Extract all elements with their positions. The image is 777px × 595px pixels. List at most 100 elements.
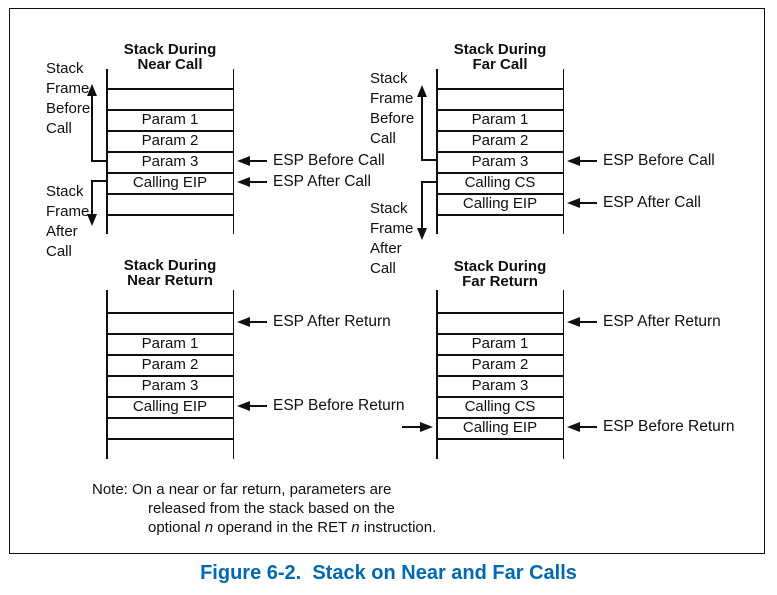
arrow-shaft	[580, 426, 597, 428]
note-line-2: released from the stack based on the	[148, 500, 395, 517]
stack-wall-right	[232, 290, 234, 459]
note-line-3: optional n operand in the RET n instruct…	[148, 519, 437, 536]
row-divider	[106, 88, 234, 90]
italic-n-operand: n	[351, 519, 360, 536]
row-divider	[106, 151, 234, 153]
row-divider	[436, 88, 564, 90]
return-eip-arrow	[402, 417, 433, 437]
row-divider	[436, 151, 564, 153]
frame-before-arrow-shaft	[421, 95, 423, 161]
figure-border	[9, 8, 765, 554]
stack-title-line1: Stack During	[453, 41, 547, 58]
arrow-up-icon	[417, 85, 427, 97]
arrow-shaft	[250, 321, 267, 323]
stack-row-param3: Param 3	[471, 377, 529, 394]
row-divider	[106, 354, 234, 356]
stack-row-calling-eip: Calling EIP	[132, 174, 208, 191]
arrow-left-icon	[567, 317, 580, 327]
row-divider	[436, 417, 564, 419]
row-divider	[106, 130, 234, 132]
row-divider	[106, 417, 234, 419]
stack-frame-after-call-label: Stack Frame After Call	[46, 183, 90, 260]
stack-wall-left	[436, 290, 438, 459]
stack-wall-left	[106, 290, 108, 459]
arrow-shaft	[402, 426, 420, 428]
stack-frame-before-call-label: Stack Frame Before Call	[46, 60, 91, 137]
arrow-down-icon	[87, 214, 97, 226]
arrow-left-icon	[567, 156, 580, 166]
arrow-left-icon	[237, 156, 250, 166]
stack-row-param3: Param 3	[471, 153, 529, 170]
stack-row-param2: Param 2	[471, 356, 529, 373]
row-divider	[436, 172, 564, 174]
row-divider	[436, 438, 564, 440]
stack-title-line1: Stack During	[123, 257, 217, 274]
row-divider	[436, 214, 564, 216]
row-divider	[106, 193, 234, 195]
stack-row-param2: Param 2	[471, 132, 529, 149]
arrow-shaft	[580, 321, 597, 323]
row-divider	[436, 354, 564, 356]
stack-title: Stack During Far Return	[436, 259, 564, 289]
frame-after-arrow-shaft	[91, 180, 93, 215]
arrow-left-icon	[567, 198, 580, 208]
frame-bracket-tick	[91, 160, 107, 162]
stack-row-calling-eip: Calling EIP	[132, 398, 208, 415]
stack-row-param1: Param 1	[471, 111, 529, 128]
row-divider	[106, 396, 234, 398]
stack-frame-before-call-label: Stack Frame Before Call	[370, 70, 415, 147]
arrow-shaft	[250, 405, 267, 407]
esp-before-call-pointer: ESP Before Call	[237, 151, 385, 171]
frame-bracket-tick	[421, 181, 437, 183]
stack-title-line1: Stack During	[453, 258, 547, 275]
italic-n-operand: n	[204, 519, 214, 536]
arrow-shaft	[250, 160, 267, 162]
esp-before-return-pointer: ESP Before Return	[567, 417, 735, 437]
esp-after-call-pointer: ESP After Call	[237, 172, 371, 192]
stack-row-param1: Param 1	[141, 111, 199, 128]
row-divider	[106, 109, 234, 111]
esp-after-call-pointer: ESP After Call	[567, 193, 701, 213]
esp-after-return-pointer: ESP After Return	[567, 312, 721, 332]
row-divider	[436, 375, 564, 377]
stack-row-param3: Param 3	[141, 377, 199, 394]
stack-title: Stack During Far Call	[436, 42, 564, 72]
esp-pointer-label: ESP Before Return	[603, 418, 735, 435]
esp-pointer-label: ESP After Call	[603, 194, 701, 211]
esp-after-return-pointer: ESP After Return	[237, 312, 391, 332]
arrow-left-icon	[237, 401, 250, 411]
note-line-1: Note: On a near or far return, parameter…	[92, 481, 392, 498]
stack-wall-right	[562, 290, 564, 459]
row-divider	[436, 312, 564, 314]
stack-row-calling-eip: Calling EIP	[462, 419, 538, 436]
arrow-left-icon	[567, 422, 580, 432]
row-divider	[106, 172, 234, 174]
esp-pointer-label: ESP Before Call	[603, 152, 715, 169]
row-divider	[436, 396, 564, 398]
stack-row-param3: Param 3	[141, 153, 199, 170]
row-divider	[106, 333, 234, 335]
stack-row-calling-eip: Calling EIP	[462, 195, 538, 212]
row-divider	[436, 193, 564, 195]
frame-bracket-tick	[421, 159, 437, 161]
stack-title-line2: Far Call	[472, 56, 528, 73]
arrow-left-icon	[237, 317, 250, 327]
arrow-shaft	[580, 160, 597, 162]
arrow-up-icon	[87, 84, 97, 96]
stack-row-param1: Param 1	[141, 335, 199, 352]
figure-caption: Figure 6-2. Stack on Near and Far Calls	[200, 562, 577, 584]
stack-title: Stack During Near Return	[106, 258, 234, 288]
arrow-down-icon	[417, 228, 427, 240]
stack-frame-after-call-label: Stack Frame After Call	[370, 200, 414, 277]
stack-row-param2: Param 2	[141, 356, 199, 373]
frame-after-arrow-shaft	[421, 181, 423, 229]
row-divider	[436, 333, 564, 335]
esp-before-return-pointer: ESP Before Return	[237, 396, 405, 416]
frame-before-arrow-shaft	[91, 94, 93, 162]
stack-row-param2: Param 2	[141, 132, 199, 149]
esp-pointer-label: ESP After Return	[603, 313, 721, 330]
esp-pointer-label: ESP After Return	[273, 313, 391, 330]
stack-title-line2: Far Return	[462, 273, 538, 290]
arrow-shaft	[580, 202, 597, 204]
esp-pointer-label: ESP After Call	[273, 173, 371, 190]
